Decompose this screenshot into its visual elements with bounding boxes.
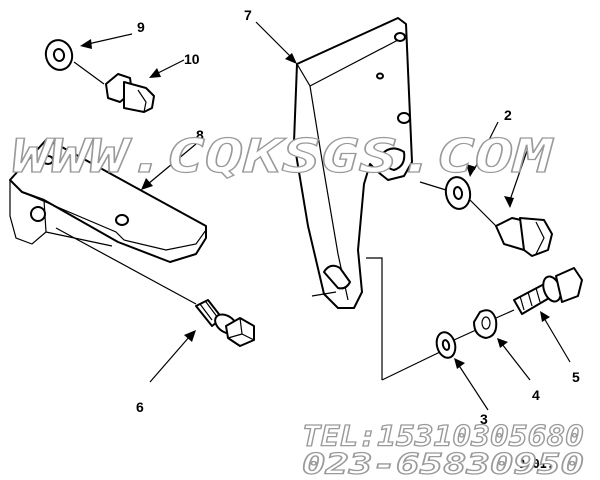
- assembly-center-lines: [55, 61, 515, 381]
- part-9-washer: [44, 39, 74, 71]
- callout-3: 3: [480, 411, 488, 427]
- callout-4: 4: [532, 387, 540, 403]
- part-7-mounting-bracket: [293, 17, 413, 380]
- callout-leaders: [80, 21, 571, 411]
- callout-9: 9: [137, 19, 145, 35]
- watermark-tel: TEL:15310305680: [302, 420, 584, 453]
- part-1-hex-bolt: [495, 217, 553, 257]
- callout-2: 2: [504, 107, 512, 123]
- part-5-flanged-bolt: [513, 267, 583, 315]
- callout-7: 7: [244, 7, 252, 23]
- part-4-lock-washer: [473, 309, 498, 339]
- callout-labels: 1 2 3 4 5 6 7 8 9 10: [136, 7, 580, 427]
- callout-5: 5: [572, 369, 580, 385]
- part-6-flanged-hex-bolt: [195, 299, 255, 347]
- callout-6: 6: [136, 399, 144, 415]
- part-8-support-bracket: [9, 139, 207, 263]
- callout-10: 10: [184, 51, 200, 67]
- part-2-washer: [444, 176, 472, 210]
- watermark-site: WWW.CQKSGS.COM: [12, 129, 554, 183]
- callout-1: 1: [543, 135, 551, 151]
- part-10-hex-bolt: [105, 73, 155, 113]
- watermark-phone: 023-65830950: [302, 448, 584, 480]
- callout-8: 8: [196, 127, 204, 143]
- part-3-flat-washer: [435, 331, 457, 359]
- figure-code: 0:01:: [518, 457, 554, 471]
